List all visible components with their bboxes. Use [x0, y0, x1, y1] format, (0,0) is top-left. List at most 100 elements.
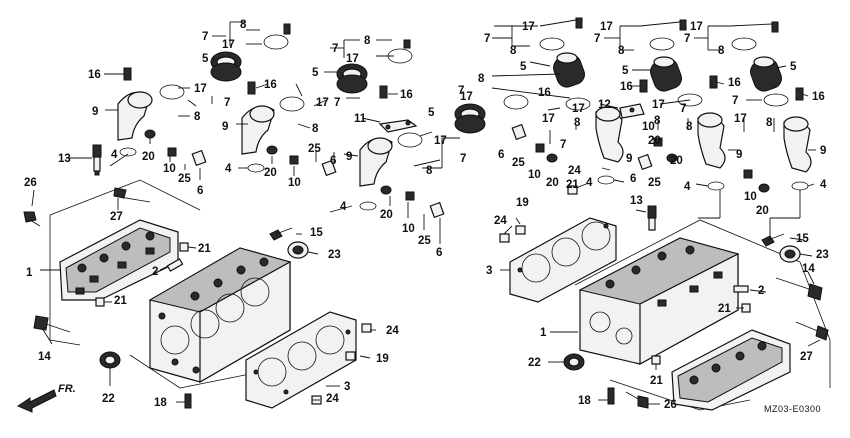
washer-4-right-c: [791, 181, 809, 191]
callout-3-right: 3: [486, 265, 492, 277]
bolt-18-right: [607, 387, 615, 405]
callout-5-left-c: 5: [428, 107, 435, 119]
spark-plug-left: [92, 144, 102, 176]
callout-8-right-h: 8: [766, 117, 773, 129]
bolt-26-right: [625, 391, 649, 409]
nipple-10-right-c: [743, 169, 753, 179]
clamp-left-d: [279, 96, 305, 112]
callout-10-left-b: 10: [288, 177, 301, 189]
bolt-16-right-a: [639, 79, 648, 93]
callout-16-right-d: 16: [812, 91, 825, 103]
callout-27-left: 27: [110, 211, 123, 223]
callout-20-left-b: 20: [264, 167, 277, 179]
callout-8-right-c: 8: [574, 117, 581, 129]
callout-4-right-c: 4: [820, 179, 827, 191]
callout-1-left: 1: [26, 267, 33, 279]
bolt-15-right: [761, 233, 785, 247]
callout-16-left-b: 16: [264, 79, 277, 91]
spark-plug-right: [647, 205, 657, 231]
callout-17-right-g: 17: [734, 113, 747, 125]
nipple-10-right-a: [535, 143, 545, 153]
joint-6-left-c: [429, 201, 445, 219]
callout-17-left-b: 17: [194, 83, 207, 95]
callout-22-right: 22: [528, 357, 541, 369]
callout-5-left-b: 5: [312, 67, 319, 79]
callout-8-right-g: 8: [718, 45, 725, 57]
cylinder-head-right: [578, 237, 740, 366]
bolt-18-left: [184, 393, 192, 409]
head-gasket-right: [509, 217, 617, 303]
leaders-right: [491, 19, 821, 405]
clamp-right-d: [565, 97, 591, 111]
callout-8-right-d: 8: [618, 45, 625, 57]
clamp-left-e: [397, 132, 423, 148]
callout-3-left: 3: [344, 381, 350, 393]
callout-16-left-c: 16: [400, 89, 413, 101]
callout-17-left-a: 17: [222, 39, 235, 51]
callout-7-left-c: 7: [332, 43, 338, 55]
joint-6-left-b: [321, 159, 337, 177]
bolt-16-left-c: [379, 85, 388, 99]
front-label: FR.: [58, 383, 76, 395]
dowel-21-right-b: [651, 355, 661, 365]
callout-9-left-a: 9: [92, 106, 98, 118]
callout-17-left-f: 17: [434, 135, 447, 147]
bolt-15-left: [269, 227, 293, 241]
callout-4-left-a: 4: [111, 149, 118, 161]
callout-2-right: 2: [758, 285, 764, 297]
oil-seal-22-right: [563, 353, 585, 371]
callout-17-left-c: 17: [346, 53, 359, 65]
nipple-10-right-b: [653, 137, 663, 147]
washer-20-right-c: [758, 183, 770, 193]
callout-9-right-b: 9: [736, 149, 742, 161]
callout-5-right-a: 5: [520, 61, 527, 73]
seal-23-left: [287, 241, 309, 259]
callout-17-right-b: 17: [572, 103, 585, 115]
right-assembly: 17 7 8 5 8 7 16 12 17 17 8 6 25 10 20 7 …: [458, 17, 831, 414]
callout-24-left-a: 24: [386, 325, 399, 337]
callout-18-right: 18: [578, 395, 591, 407]
callout-15-right: 15: [796, 233, 809, 245]
callout-5-right-b: 5: [622, 65, 629, 77]
bolt-14-left: [33, 315, 71, 333]
bracket-12-right: [619, 103, 645, 119]
callout-24-right-a: 24: [494, 215, 507, 227]
washer-4-left-a: [119, 147, 137, 157]
callout-9-right-c: 9: [820, 145, 826, 157]
callout-4-right-a: 4: [586, 177, 593, 189]
hose-5-right-a: [553, 52, 585, 88]
bracket-11-left: [378, 119, 418, 133]
clamp-left-c: [159, 84, 185, 100]
bolt-14-right: [775, 277, 823, 301]
callout-6-left-a: 6: [197, 185, 203, 197]
seal-23-right: [779, 245, 801, 263]
callout-8-left-a: 8: [240, 19, 247, 31]
callout-4-left-b: 4: [225, 163, 232, 175]
callout-10-left-a: 10: [163, 163, 176, 175]
washer-4-right-a: [597, 175, 615, 185]
callout-6-right-b: 6: [630, 173, 636, 185]
callout-20-right-a: 20: [546, 177, 559, 189]
callout-17-left-e: 17: [460, 91, 473, 103]
clamp-left-b: [387, 39, 413, 64]
callout-10-right-a: 10: [528, 169, 541, 181]
dowel-19-left: [345, 351, 356, 361]
dowel-21-left-a: [179, 242, 189, 252]
callout-17-right-a: 17: [522, 21, 535, 33]
callout-7-left-a: 7: [202, 31, 208, 43]
callout-9-right-a: 9: [626, 153, 632, 165]
callout-25-right-b: 25: [648, 177, 661, 189]
callout-14-left: 14: [38, 351, 51, 363]
dowel-21-left-b: [95, 297, 105, 307]
clamp-right-c: [731, 21, 779, 51]
clamp-left-f: [503, 94, 529, 110]
callout-6-left-c: 6: [436, 247, 442, 259]
callout-21-left-b: 21: [114, 295, 127, 307]
callout-7-left-d: 7: [334, 97, 340, 109]
callout-5-right-c: 5: [790, 61, 797, 73]
callout-9-left-c: 9: [346, 151, 352, 163]
dowel-24-right-a: [499, 233, 510, 243]
callout-17-right-d: 17: [600, 21, 613, 33]
callout-26-left: 26: [24, 177, 37, 189]
